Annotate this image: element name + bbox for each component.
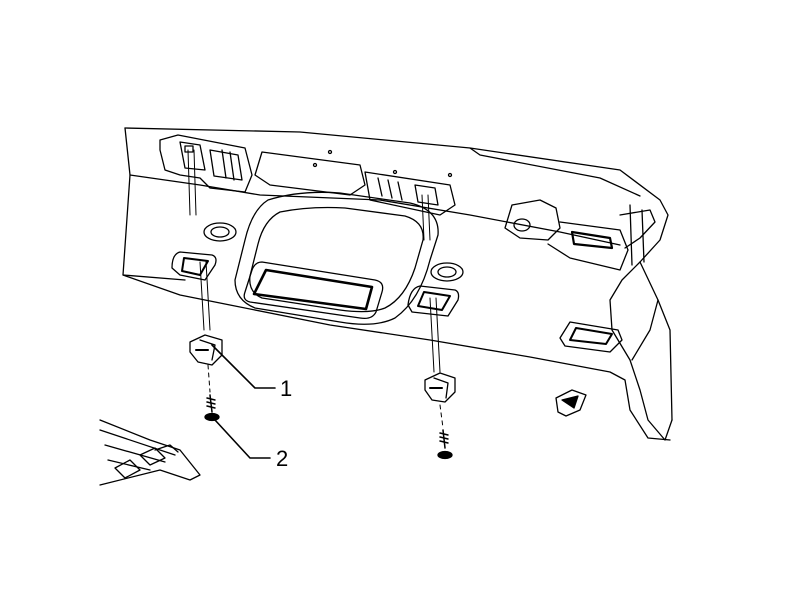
screw-right [437,429,453,460]
clip-recess-right [407,285,460,317]
callout-leader-1 [211,344,276,389]
dome-light-opening [243,261,384,320]
clip-recess-left [171,251,217,281]
callout-label-2: 2 [276,446,288,471]
roof-bracket-left [159,134,253,193]
headliner-panel [122,127,673,441]
roof-bracket-center [254,149,456,216]
callout-label-1: 1 [280,376,292,401]
screw-left [204,394,220,422]
mounting-hole-right [430,262,464,282]
switch-pad [559,321,623,353]
callout-leader-2 [214,419,271,459]
roof-bracket-right [504,199,656,271]
mounting-hole-left [203,222,237,242]
loose-clip [555,389,587,417]
alignment-lines [187,149,444,429]
retainer-clip-right [424,372,456,403]
lower-left-component [99,419,201,486]
retainer-clip-left [189,334,223,366]
